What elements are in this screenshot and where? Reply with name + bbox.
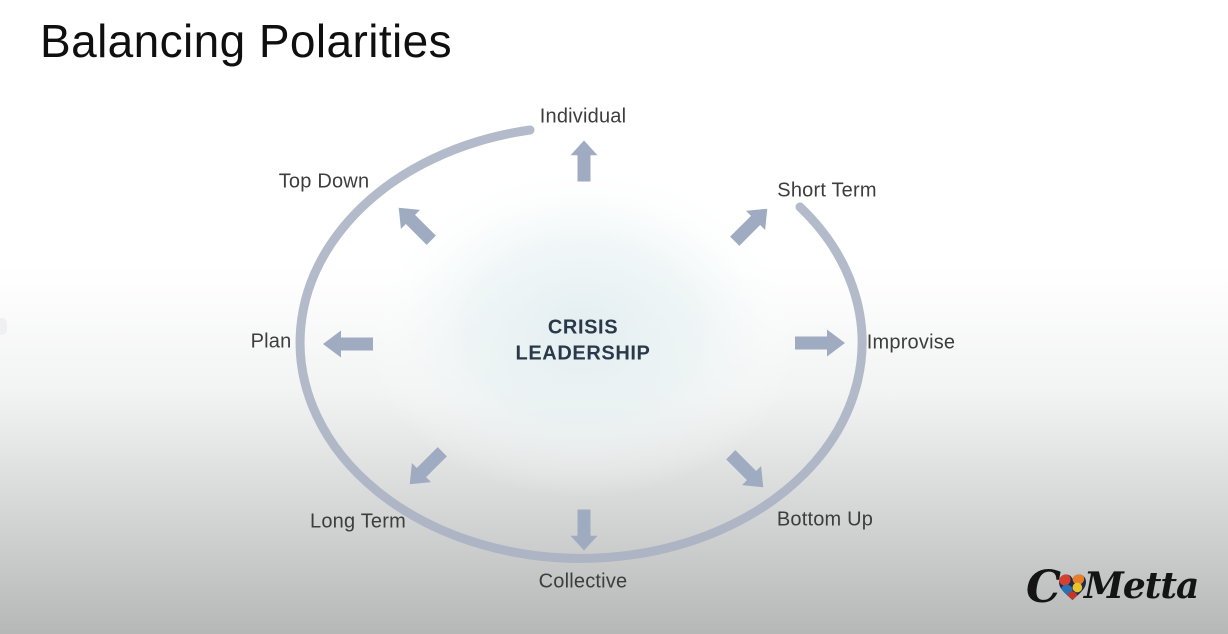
- polarity-label-short-term: Short Term: [777, 179, 877, 202]
- polarity-label-long-term: Long Term: [310, 510, 406, 533]
- center-label-line2: LEADERSHIP: [515, 342, 651, 364]
- polarity-label-improvise: Improvise: [866, 331, 956, 354]
- slide-title: Balancing Polarities: [40, 15, 453, 67]
- logo-text-metta: Metta: [1084, 565, 1199, 607]
- logo-text-c: C: [1026, 562, 1062, 613]
- polarity-ring: [295, 125, 867, 563]
- inner-glow: [365, 162, 801, 498]
- polarity-label-plan: Plan: [250, 330, 292, 353]
- arrow-improvise: [795, 329, 845, 357]
- polarity-label-individual: Individual: [539, 105, 627, 128]
- polarity-label-collective: Collective: [538, 570, 628, 593]
- logo-heart-icon: [1058, 574, 1087, 601]
- center-label: CRISIS LEADERSHIP: [516, 315, 651, 366]
- cometta-logo: C Metta: [1026, 562, 1199, 613]
- polarity-label-top-down: Top Down: [278, 170, 370, 193]
- center-label-line1: CRISIS: [547, 316, 619, 339]
- left-edge-artifact: [0, 318, 7, 335]
- polarity-label-bottom-up: Bottom Up: [776, 508, 874, 531]
- arrow-collective: [570, 509, 598, 551]
